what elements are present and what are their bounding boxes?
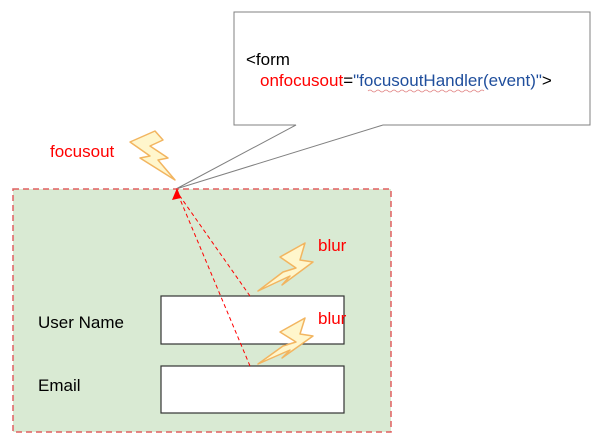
lightning-icon [129, 130, 176, 181]
username-label: User Name [38, 313, 124, 332]
blur-event-label-username: blur [318, 236, 347, 255]
blur-event-label-email: blur [318, 309, 347, 328]
lightning-icon [257, 317, 314, 365]
code-line-attr: onfocusout="focusoutHandler(event)"> [260, 71, 552, 90]
code-attr-value: "focusoutHandler(event)" [353, 71, 542, 90]
callout-bubble [175, 11, 591, 190]
code-equals: = [343, 71, 353, 90]
code-close: > [542, 71, 552, 90]
focusout-event-label: focusout [50, 142, 115, 161]
username-input[interactable] [160, 295, 345, 345]
spellcheck-squiggle [367, 89, 485, 93]
email-input[interactable] [160, 365, 345, 414]
arrow-head [172, 188, 181, 200]
email-label: Email [38, 376, 81, 395]
lightning-icon [257, 242, 314, 292]
blur-arrow-email [176, 191, 251, 367]
code-callout: <form onfocusout="focusoutHandler(event)… [175, 11, 591, 190]
code-attr-name: onfocusout [260, 71, 343, 90]
code-line-form: <form [246, 50, 290, 69]
blur-arrow-username [176, 191, 251, 297]
